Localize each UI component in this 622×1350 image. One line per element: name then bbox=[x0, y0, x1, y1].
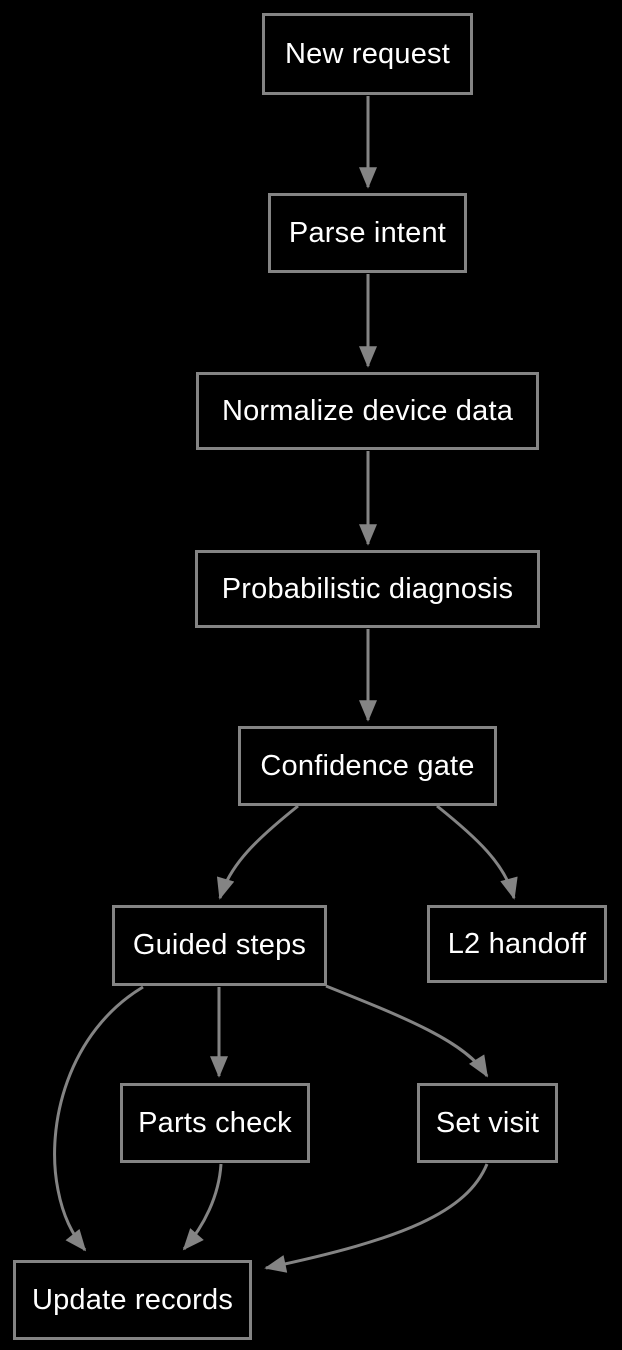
node-normalize-device-data: Normalize device data bbox=[196, 372, 539, 450]
node-update-records: Update records bbox=[13, 1260, 252, 1340]
edge-parts-check-to-update-records bbox=[182, 1163, 223, 1251]
node-probabilistic-diagnosis: Probabilistic diagnosis bbox=[195, 550, 540, 628]
edge-confidence-gate-to-l2-handoff bbox=[436, 804, 518, 900]
edge-confidence-gate-to-guided-steps bbox=[216, 804, 299, 900]
node-set-visit: Set visit bbox=[417, 1083, 558, 1163]
node-parts-check: Parts check bbox=[120, 1083, 310, 1163]
node-confidence-gate: Confidence gate bbox=[238, 726, 497, 806]
edge-set-visit-to-update-records bbox=[264, 1163, 489, 1273]
edge-guided-steps-to-update-records bbox=[53, 985, 144, 1252]
node-parse-intent: Parse intent bbox=[268, 193, 467, 273]
edge-guided-steps-to-set-visit bbox=[325, 984, 489, 1078]
node-new-request: New request bbox=[262, 13, 473, 95]
node-guided-steps: Guided steps bbox=[112, 905, 327, 986]
node-l2-handoff: L2 handoff bbox=[427, 905, 607, 983]
